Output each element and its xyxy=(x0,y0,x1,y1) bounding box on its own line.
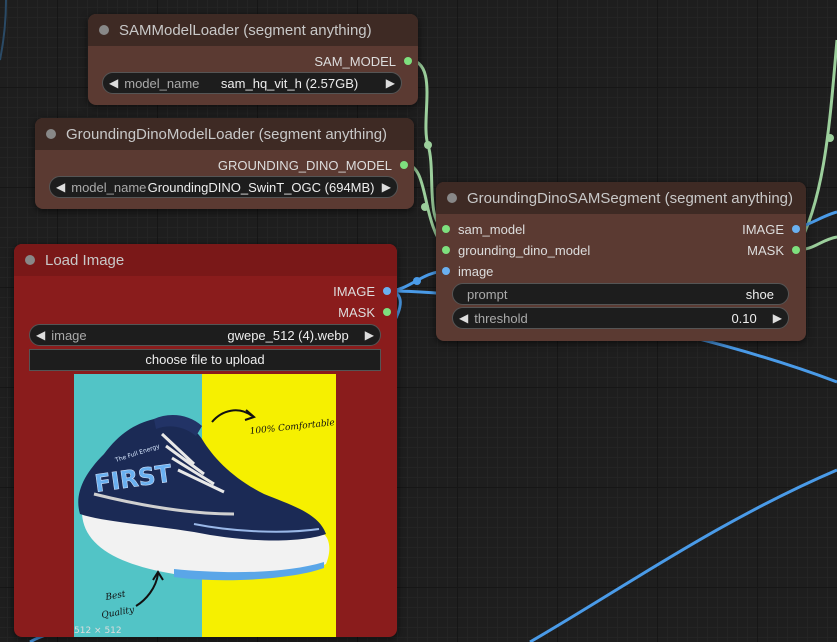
model-name-combo[interactable]: ◀ model_name sam_hq_vit_h (2.57GB) ▶ xyxy=(102,72,402,94)
grounding-dino-loader-node[interactable]: GroundingDinoModelLoader (segment anythi… xyxy=(35,118,414,209)
prompt-text-widget[interactable]: prompt shoe xyxy=(452,283,789,305)
node-title: Load Image xyxy=(45,251,125,269)
node-title-bar[interactable]: GroundingDinoModelLoader (segment anythi… xyxy=(35,118,414,150)
collapse-dot-icon[interactable] xyxy=(25,255,35,265)
output-slot-dot[interactable] xyxy=(792,246,800,254)
output-port-image[interactable]: IMAGE xyxy=(333,282,391,300)
arrow-left-icon[interactable]: ◀ xyxy=(109,76,119,90)
output-port-image[interactable]: IMAGE xyxy=(742,220,800,238)
output-slot-dot[interactable] xyxy=(383,287,391,295)
input-port-grounding-dino-model[interactable]: grounding_dino_model xyxy=(442,241,590,259)
arrow-right-icon[interactable]: ▶ xyxy=(364,328,374,342)
collapse-dot-icon[interactable] xyxy=(99,25,109,35)
grounding-dino-sam-segment-node[interactable]: GroundingDinoSAMSegment (segment anythin… xyxy=(436,182,806,341)
input-label: sam_model xyxy=(458,221,526,237)
wire-blue-long-2 xyxy=(529,468,837,642)
comfortable-text: 100% Comfortable xyxy=(249,418,335,437)
input-slot-dot[interactable] xyxy=(442,225,450,233)
output-label: MASK xyxy=(338,304,375,320)
widget-value: sam_hq_vit_h (2.57GB) xyxy=(220,75,359,91)
output-port-mask[interactable]: MASK xyxy=(747,241,800,259)
input-port-image[interactable]: image xyxy=(442,262,493,280)
preview-size-caption: 512 × 512 xyxy=(74,626,122,636)
widget-value: gwepe_512 (4).webp xyxy=(227,327,349,343)
node-title-bar[interactable]: SAMModelLoader (segment anything) xyxy=(88,14,418,46)
output-port-mask[interactable]: MASK xyxy=(338,303,391,321)
image-preview: 100% Comfortable FIRST The Full Energy B… xyxy=(74,374,336,637)
arrow-left-icon[interactable]: ◀ xyxy=(36,328,46,342)
wire-left-top xyxy=(0,0,7,61)
input-label: image xyxy=(458,263,494,279)
image-combo[interactable]: ◀ image gwepe_512 (4).webp ▶ xyxy=(29,324,381,346)
input-slot-dot[interactable] xyxy=(442,267,450,275)
arrow-left-icon[interactable]: ◀ xyxy=(459,311,469,325)
choose-file-button[interactable]: choose file to upload xyxy=(29,349,381,371)
output-label: GROUNDING_DINO_MODEL xyxy=(217,157,392,173)
output-slot-dot[interactable] xyxy=(400,161,408,169)
node-title: GroundingDinoModelLoader (segment anythi… xyxy=(66,125,388,143)
node-title: GroundingDinoSAMSegment (segment anythin… xyxy=(467,189,794,207)
arrow-right-icon[interactable]: ▶ xyxy=(381,180,391,194)
widget-label: model_name xyxy=(71,179,147,195)
output-slot-dot[interactable] xyxy=(404,57,412,65)
widget-label: prompt xyxy=(467,286,508,302)
widget-value: shoe xyxy=(745,286,774,302)
model-name-combo[interactable]: ◀ model_name GroundingDINO_SwinT_OGC (69… xyxy=(49,176,398,198)
output-slot-dot[interactable] xyxy=(792,225,800,233)
collapse-dot-icon[interactable] xyxy=(447,193,457,203)
sam-model-loader-node[interactable]: SAMModelLoader (segment anything) SAM_MO… xyxy=(88,14,418,105)
widget-label: model_name xyxy=(124,75,200,91)
input-port-sam-model[interactable]: sam_model xyxy=(442,220,525,238)
output-slot-dot[interactable] xyxy=(383,308,391,316)
widget-value: 0.10 xyxy=(731,310,757,326)
output-label: IMAGE xyxy=(333,283,375,299)
quality-text: Quality xyxy=(101,605,136,621)
node-title-bar[interactable]: GroundingDinoSAMSegment (segment anythin… xyxy=(436,182,806,214)
widget-value: GroundingDINO_SwinT_OGC (694MB) xyxy=(147,179,375,195)
best-text: Best xyxy=(104,590,127,604)
output-label: IMAGE xyxy=(742,221,784,237)
collapse-dot-icon[interactable] xyxy=(46,129,56,139)
output-label: MASK xyxy=(747,242,784,258)
load-image-node[interactable]: Load Image IMAGE MASK ◀ image gwepe_512 … xyxy=(14,244,397,637)
node-title: SAMModelLoader (segment anything) xyxy=(119,21,372,39)
arrow-left-icon[interactable]: ◀ xyxy=(56,180,66,194)
widget-label: threshold xyxy=(474,310,528,326)
output-port-grounding-dino-model[interactable]: GROUNDING_DINO_MODEL xyxy=(218,156,408,174)
arrow-right-icon[interactable]: ▶ xyxy=(772,311,782,325)
output-label: SAM_MODEL xyxy=(314,53,396,69)
output-port-sam-model[interactable]: SAM_MODEL xyxy=(314,52,412,70)
node-title-bar[interactable]: Load Image xyxy=(14,244,397,276)
input-label: grounding_dino_model xyxy=(458,242,591,258)
input-slot-dot[interactable] xyxy=(442,246,450,254)
shoe-illustration: 100% Comfortable FIRST The Full Energy B… xyxy=(78,409,335,621)
widget-label: image xyxy=(51,327,87,343)
arrow-right-icon[interactable]: ▶ xyxy=(385,76,395,90)
threshold-number-widget[interactable]: ◀ threshold 0.10 ▶ xyxy=(452,307,789,329)
